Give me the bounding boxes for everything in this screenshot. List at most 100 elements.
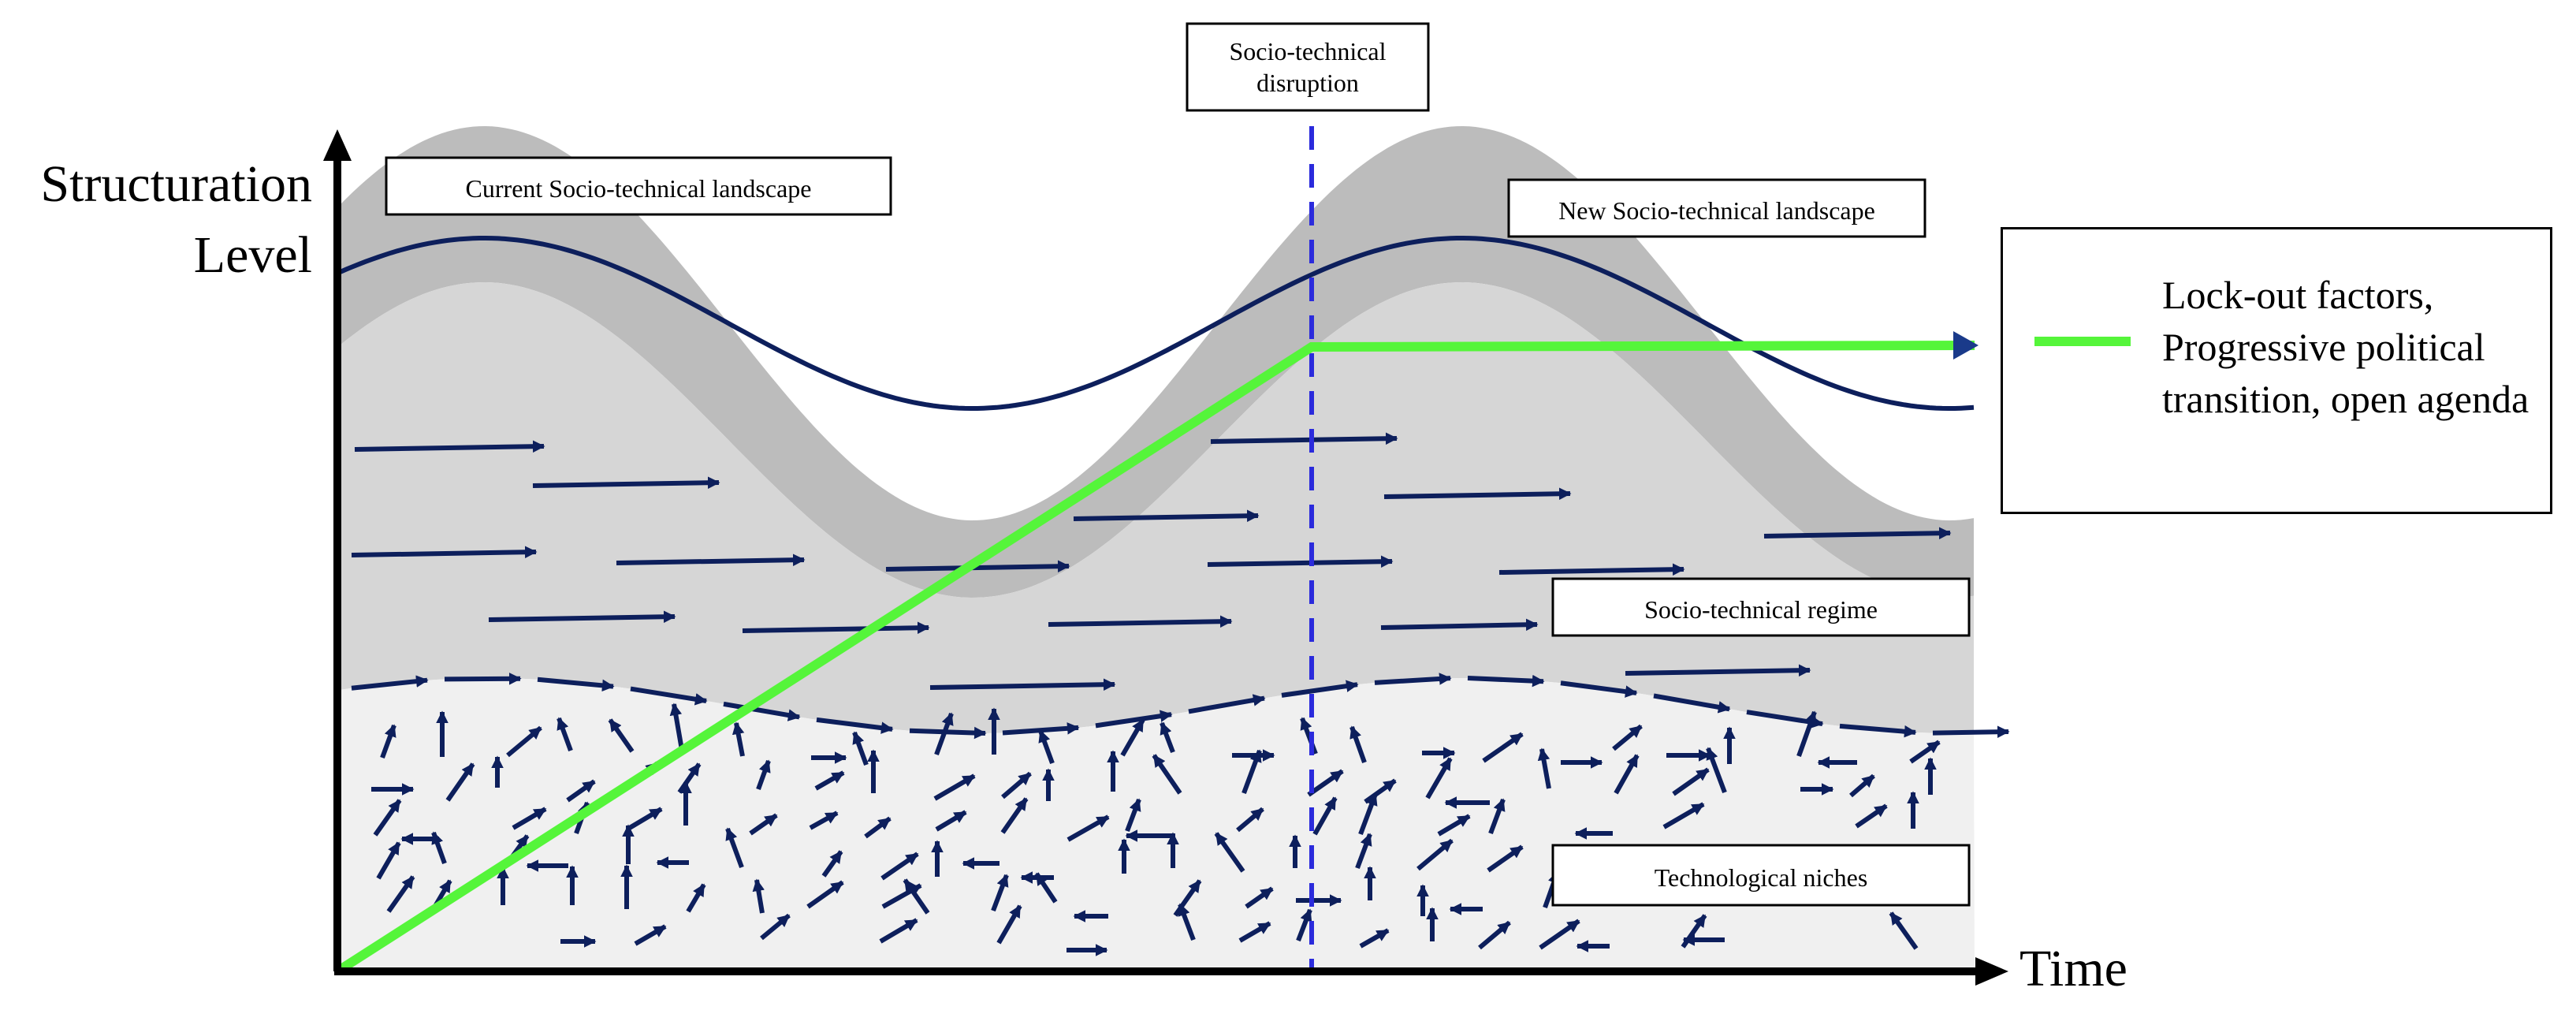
- regime-arrow: [488, 610, 676, 624]
- niche-arrow: [566, 779, 596, 803]
- niches-box: [1551, 844, 1971, 907]
- landscape-wave-line: [339, 236, 1975, 411]
- boundary-arrow: [1467, 674, 1545, 688]
- boundary-arrow: [723, 701, 801, 721]
- niche-arrow: [1662, 802, 1705, 829]
- regime-arrow: [1073, 509, 1260, 523]
- niche-arrow: [880, 852, 919, 881]
- niche-arrow: [1307, 769, 1344, 797]
- boundary-arrow: [537, 676, 615, 692]
- niche-arrow: [814, 770, 845, 791]
- niche-arrow: [1849, 773, 1875, 798]
- niche-arrow: [431, 831, 447, 865]
- niche-arrow: [1238, 921, 1271, 943]
- niche-arrow: [1067, 814, 1110, 842]
- niche-arrow: [608, 718, 635, 753]
- regime-arrow: [1048, 615, 1233, 628]
- boundary-arrow: [1281, 680, 1359, 698]
- regime-arrow: [742, 621, 930, 635]
- regime-arrow: [1383, 487, 1572, 501]
- niche-arrow: [933, 773, 976, 801]
- niche-arrow: [1152, 754, 1182, 795]
- new-landscape-label: New Socio-technical landscape: [1558, 196, 1875, 225]
- y-axis-label-line1: Structuration: [40, 155, 312, 213]
- boundary-arrow: [1560, 680, 1638, 698]
- niche-arrow: [1889, 911, 1919, 950]
- current-landscape-box: [385, 156, 892, 216]
- niche-arrow: [1125, 798, 1141, 833]
- boundary-arrow: [1932, 725, 2010, 738]
- arrow-right-icon: [1975, 957, 2008, 986]
- niche-arrow: [1855, 803, 1888, 829]
- niche-arrow: [1296, 908, 1312, 942]
- arrow-field: [351, 432, 2010, 956]
- boundary-arrow: [1188, 694, 1266, 714]
- niche-arrow: [1612, 724, 1643, 751]
- niche-arrow: [1537, 747, 1551, 789]
- niche-arrow: [386, 875, 415, 913]
- niche-arrow: [1482, 732, 1524, 763]
- niche-arrow: [634, 924, 667, 946]
- boundary-arrow: [630, 686, 708, 706]
- niche-area: [341, 678, 1975, 971]
- niche-arrow: [1241, 749, 1262, 795]
- niche-arrow: [1160, 721, 1175, 754]
- boundary-arrow: [1374, 673, 1452, 685]
- boundary-arrow: [909, 726, 987, 740]
- x-axis-label: Time: [2019, 940, 2127, 997]
- niche-arrow: [821, 850, 843, 878]
- regime-arrow: [1498, 563, 1685, 576]
- niche-arrow: [1038, 729, 1055, 765]
- niche-arrow: [1355, 833, 1372, 870]
- niche-arrow: [1000, 797, 1029, 834]
- niche-arrow: [1312, 796, 1338, 836]
- regime-arrow: [1380, 618, 1539, 632]
- boundary-arrow: [444, 673, 522, 685]
- niche-arrow: [1358, 792, 1378, 836]
- niche-arrow: [1706, 747, 1727, 794]
- regime-arrow: [885, 560, 1070, 573]
- niche-arrow: [445, 762, 475, 802]
- niche-arrow: [1001, 771, 1032, 800]
- regime-box: [1551, 577, 1971, 637]
- regime-arrow: [532, 476, 720, 490]
- niche-arrow: [557, 717, 573, 752]
- niche-arrow: [1349, 725, 1367, 764]
- regime-arrow: [351, 546, 538, 559]
- regime-arrow: [1763, 527, 1952, 540]
- niche-arrow: [806, 880, 844, 909]
- niche-arrow: [879, 918, 918, 944]
- legend-label: Lock-out factors, Progressive political …: [2162, 273, 2529, 421]
- niche-arrow: [1178, 903, 1196, 941]
- niche-arrow: [376, 841, 401, 880]
- niche-arrow: [1909, 740, 1941, 764]
- regime-arrow: [1625, 664, 1811, 677]
- niche-arrow: [1236, 807, 1264, 833]
- niche-arrow: [752, 878, 765, 914]
- niche-arrow: [1478, 920, 1511, 950]
- niche-arrow: [669, 703, 684, 751]
- regime-arrow: [616, 554, 806, 567]
- disruption-label-line2: disruption: [1256, 69, 1359, 97]
- niche-arrow: [749, 813, 778, 836]
- niche-arrow: [1796, 710, 1817, 758]
- niche-arrow: [1488, 798, 1506, 835]
- niche-arrow: [506, 725, 542, 758]
- niche-arrow: [1120, 718, 1145, 757]
- regime-arrow: [929, 678, 1116, 691]
- boundary-arrow: [351, 675, 429, 691]
- niche-arrow: [760, 913, 791, 941]
- niche-arrow: [1034, 872, 1058, 904]
- regime-arrow: [354, 440, 545, 453]
- niche-arrow: [1487, 844, 1524, 873]
- niche-arrow: [725, 827, 744, 869]
- regime-arrow: [1210, 432, 1398, 445]
- niche-arrow: [852, 731, 869, 766]
- niche-arrow: [991, 874, 1009, 912]
- trajectory-line: [334, 341, 1975, 976]
- niche-arrow: [996, 904, 1022, 945]
- niche-arrow: [1539, 919, 1580, 950]
- disruption-label-line1: Socio-technical: [1229, 37, 1386, 65]
- niche-arrow: [1214, 832, 1245, 873]
